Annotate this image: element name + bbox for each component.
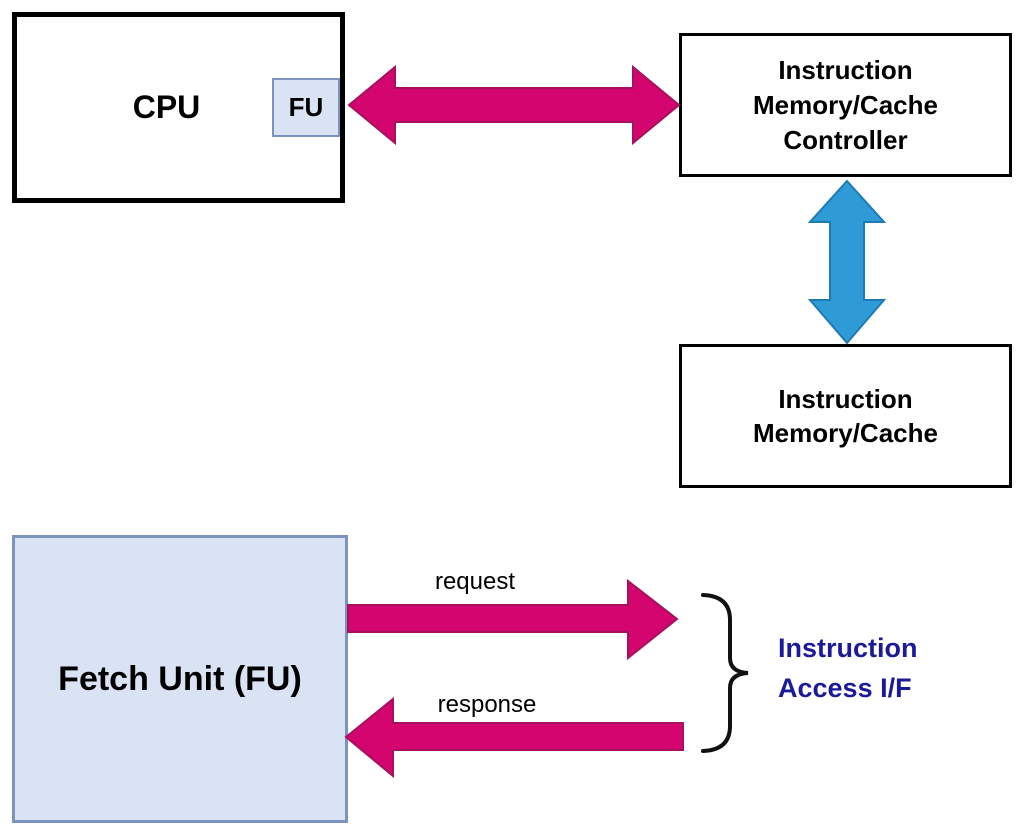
- fetch-unit-box: Fetch Unit (FU): [12, 535, 348, 823]
- fu-label: FU: [288, 92, 324, 122]
- instruction-memory-cache-box: Instruction Memory/Cache: [679, 344, 1012, 488]
- cpu-label: CPU: [132, 89, 201, 125]
- grouping-brace-icon: [701, 593, 749, 753]
- instruction-memory-cache-controller-box: Instruction Memory/Cache Controller: [679, 33, 1012, 177]
- memory-label-line-1: Instruction: [778, 384, 913, 414]
- fu-box: FU: [272, 78, 340, 137]
- cpu-controller-bidirectional-arrow: [347, 64, 681, 146]
- request-arrow-label: request: [434, 568, 516, 595]
- controller-memory-bidirectional-arrow: [807, 179, 887, 345]
- controller-label-line-2: Memory/Cache: [753, 89, 938, 120]
- instruction-access-if-annotation: Instruction Access I/F: [778, 628, 918, 708]
- annotation-line-1: Instruction: [778, 633, 918, 663]
- controller-label-line-3: Controller: [783, 124, 908, 155]
- fetch-unit-label: Fetch Unit (FU): [58, 659, 302, 698]
- memory-label-line-2: Memory/Cache: [753, 418, 938, 448]
- annotation-line-2: Access I/F: [778, 673, 912, 703]
- response-arrow-label: response: [437, 691, 537, 718]
- controller-label-line-1: Instruction: [778, 54, 913, 85]
